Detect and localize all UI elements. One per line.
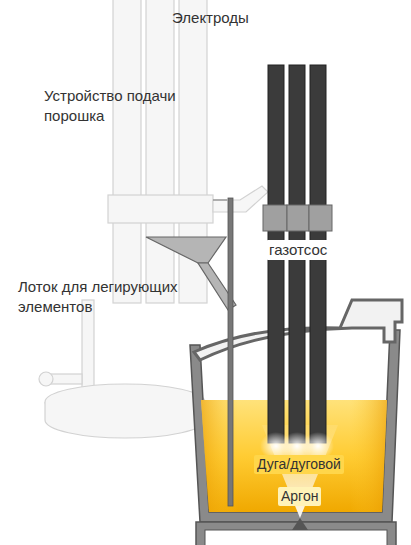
ghost-electrodes bbox=[39, 0, 268, 438]
electrode-clamp bbox=[263, 205, 332, 231]
powder-lance bbox=[228, 198, 233, 506]
electrodes-label: Электроды bbox=[172, 8, 249, 28]
arc-label: Дуга/дуговой bbox=[254, 455, 344, 474]
leader-line bbox=[213, 200, 227, 201]
powder-feeder-label: Устройство подачи порошка bbox=[44, 86, 184, 127]
argon-label: Аргон bbox=[278, 487, 321, 506]
gas-exhaust-label: газотсос bbox=[266, 240, 330, 260]
alloy-tray bbox=[146, 237, 236, 310]
alloy-tray-label: Лоток для легирующих элементов bbox=[18, 277, 223, 318]
